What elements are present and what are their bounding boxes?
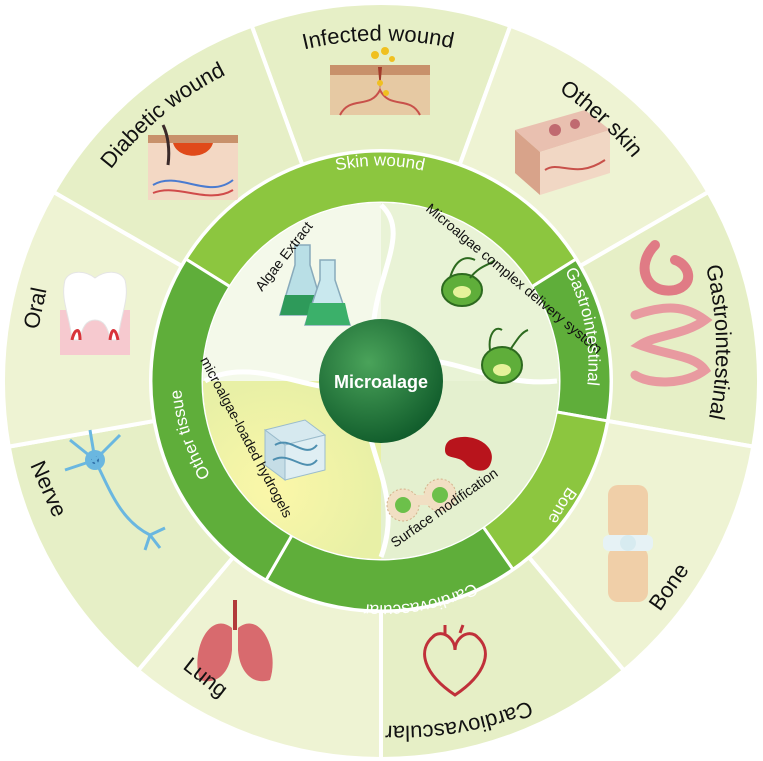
wound-skin-icon (330, 47, 430, 116)
heart-icon (423, 624, 487, 697)
center-node: Microalage (319, 319, 443, 443)
stomach-intestine-icon (630, 240, 713, 387)
red-blood-cell-icon (445, 436, 492, 471)
lungs-icon (197, 600, 273, 682)
knee-joint-icon (603, 485, 653, 602)
ring-label-skin-wound: Skin wound (333, 151, 426, 175)
center-label: Microalage (334, 372, 428, 392)
flask-icon (278, 244, 352, 326)
algae-cell-icon (441, 257, 529, 384)
surface-quadrant (381, 381, 559, 559)
algae-chain-icon (386, 478, 457, 522)
center-circle (319, 319, 443, 443)
skin-block-icon (515, 110, 610, 195)
tooth-icon (60, 271, 130, 355)
diabetic-skin-icon (148, 124, 238, 200)
hydrogel-cube-icon (263, 419, 327, 481)
neuron-icon (64, 429, 166, 551)
